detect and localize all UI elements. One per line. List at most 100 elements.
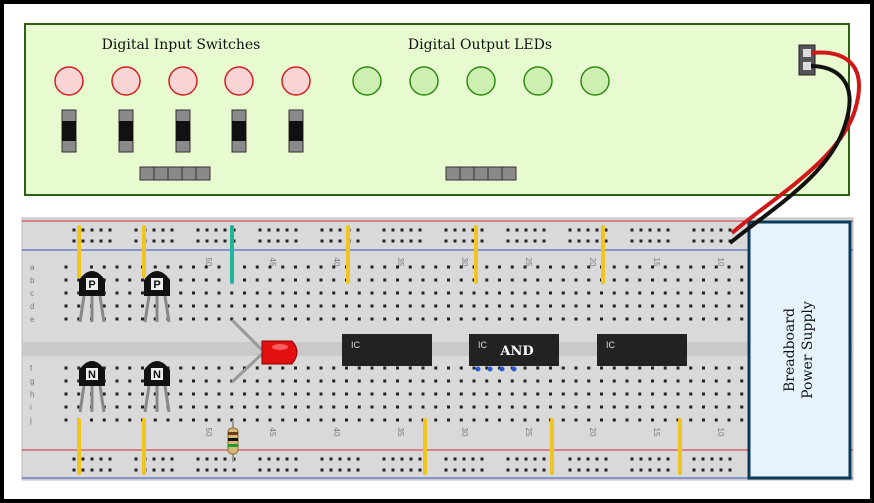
hole bbox=[625, 379, 629, 383]
rail-hole bbox=[205, 228, 209, 232]
toggle-switch-5[interactable] bbox=[288, 109, 304, 153]
led-highlight bbox=[272, 344, 288, 350]
rail-hole bbox=[170, 239, 174, 243]
hole bbox=[255, 291, 259, 295]
hole bbox=[549, 392, 552, 396]
transistor-leg bbox=[98, 295, 106, 323]
rail-hole bbox=[400, 468, 404, 472]
hole bbox=[396, 265, 399, 269]
hole bbox=[332, 392, 336, 396]
hole bbox=[727, 304, 731, 308]
hole bbox=[128, 379, 132, 383]
hole bbox=[587, 291, 591, 295]
rail-hole bbox=[258, 468, 262, 472]
hole bbox=[243, 366, 246, 370]
hole bbox=[549, 379, 552, 383]
hole bbox=[141, 366, 144, 370]
hole bbox=[549, 366, 552, 370]
hole bbox=[77, 291, 81, 295]
hole bbox=[306, 366, 310, 370]
hole bbox=[268, 366, 272, 370]
rail-hole bbox=[81, 239, 85, 243]
hole bbox=[740, 304, 744, 308]
hole bbox=[434, 379, 438, 383]
hole bbox=[689, 418, 693, 422]
input-led-5 bbox=[281, 66, 311, 96]
hole bbox=[498, 291, 501, 295]
hole bbox=[345, 392, 348, 396]
hole bbox=[332, 317, 336, 321]
rail-hole bbox=[577, 457, 581, 461]
rail-hole bbox=[320, 228, 324, 232]
toggle-switch-1[interactable] bbox=[61, 109, 77, 153]
hole bbox=[102, 366, 106, 370]
rail-hole bbox=[515, 239, 519, 243]
hole bbox=[676, 405, 680, 409]
rail-hole bbox=[285, 457, 289, 461]
rail-hole bbox=[214, 228, 218, 232]
hole bbox=[625, 405, 629, 409]
hole bbox=[230, 291, 234, 295]
hole bbox=[128, 366, 132, 370]
io-panel: Digital Input Switches Digital Output LE… bbox=[24, 23, 850, 196]
hole bbox=[281, 278, 285, 282]
hole bbox=[383, 379, 387, 383]
hole bbox=[243, 304, 246, 308]
connector-pin-negative bbox=[803, 62, 811, 70]
hole bbox=[179, 317, 183, 321]
hole bbox=[64, 379, 68, 383]
hole bbox=[357, 418, 361, 422]
hole bbox=[115, 405, 119, 409]
rail-hole bbox=[90, 457, 94, 461]
rail-hole bbox=[524, 239, 528, 243]
ic-3-label: IC bbox=[606, 340, 616, 350]
rail-hole bbox=[710, 457, 714, 461]
rail-hole bbox=[648, 239, 652, 243]
column-number: 10 bbox=[716, 258, 725, 267]
hole bbox=[383, 291, 387, 295]
hole bbox=[357, 278, 361, 282]
hole bbox=[255, 304, 259, 308]
hole bbox=[128, 405, 132, 409]
toggle-switch-4[interactable] bbox=[231, 109, 247, 153]
hole bbox=[472, 291, 476, 295]
rail-hole bbox=[99, 468, 103, 472]
hole bbox=[345, 291, 348, 295]
hole bbox=[689, 379, 693, 383]
toggle-switch-3[interactable] bbox=[175, 109, 191, 153]
rail-hole bbox=[701, 457, 705, 461]
hole bbox=[714, 278, 718, 282]
hole bbox=[676, 366, 680, 370]
hole bbox=[230, 304, 234, 308]
hole bbox=[600, 366, 603, 370]
pin-marker bbox=[487, 366, 493, 372]
rail-hole bbox=[515, 228, 519, 232]
ic-3: IC bbox=[597, 334, 687, 366]
hole bbox=[281, 379, 285, 383]
hole bbox=[600, 291, 603, 295]
hole bbox=[64, 304, 68, 308]
hole bbox=[370, 366, 374, 370]
rail-hole bbox=[294, 468, 298, 472]
rail-hole bbox=[152, 228, 156, 232]
resistor-band-3 bbox=[228, 444, 238, 447]
hole bbox=[447, 418, 450, 422]
hole bbox=[434, 278, 438, 282]
row-letter: c bbox=[30, 289, 34, 298]
switch-lever bbox=[119, 121, 133, 141]
hole bbox=[587, 317, 591, 321]
rail-hole bbox=[409, 468, 413, 472]
transistor-label-box bbox=[151, 368, 163, 380]
rail-hole bbox=[391, 468, 395, 472]
toggle-switch-2[interactable] bbox=[118, 109, 134, 153]
rail-hole bbox=[196, 468, 200, 472]
rail-hole bbox=[161, 468, 165, 472]
hole bbox=[625, 291, 629, 295]
rail-hole bbox=[657, 457, 661, 461]
pin-marker bbox=[499, 366, 505, 372]
hole bbox=[485, 379, 489, 383]
column-number: 45 bbox=[268, 428, 277, 437]
hole bbox=[510, 379, 514, 383]
hole bbox=[536, 317, 540, 321]
rail-hole bbox=[267, 457, 271, 461]
